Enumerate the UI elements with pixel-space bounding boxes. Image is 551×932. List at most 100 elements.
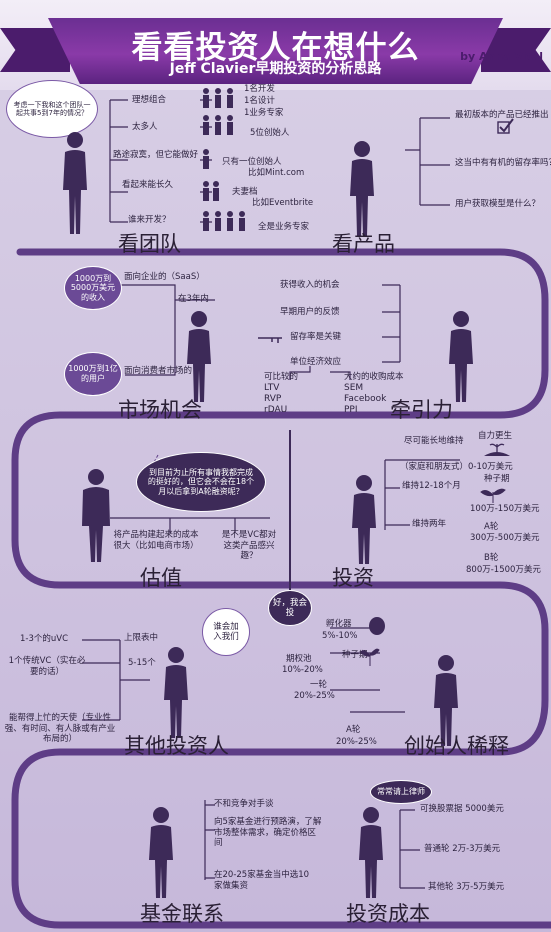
costs-item-1: 可换股票据 5000美元 xyxy=(420,804,504,814)
traction-item-3: 留存率是关键 xyxy=(290,332,342,342)
team-branch-5: 谁来开发？ xyxy=(128,215,171,225)
dilution-incubator: 孵化器 xyxy=(326,619,352,629)
investment-round-a-amount: 300万-500万美元 xyxy=(470,533,540,543)
investment-heading: 投资 xyxy=(332,566,374,590)
other-investors-range-2: 5-15个 xyxy=(128,658,156,668)
team-branch-3: 路途寂寞，但它能做好 xyxy=(113,150,199,160)
costs-heading: 投资成本 xyxy=(346,902,430,926)
team-branch-1: 理想组合 xyxy=(132,95,167,105)
team-question-text: 考虑一下我和这个团队一起共事5到7年的情况？ xyxy=(13,100,91,117)
costs-item-2: 普通轮 2万-3万美元 xyxy=(424,844,501,854)
traction-metric-ltv: LTV xyxy=(264,383,280,393)
dilution-a-round-pct: 20%-25% xyxy=(336,737,377,747)
market-timeline: 在3年内 xyxy=(178,294,209,304)
team-question-bubble: 考虑一下我和这个团队一起共事5到7年的情况？ xyxy=(6,80,98,138)
market-bubble-1-text: 1000万到5000万美元的收入 xyxy=(70,273,116,302)
person-icon xyxy=(63,132,87,234)
syndicate-heading: 基金联系 xyxy=(140,902,224,926)
author-byline: by Anna Vital xyxy=(460,50,543,63)
investment-stage-3: 维持12-18个月 xyxy=(402,481,461,491)
valuation-heading: 估值 xyxy=(140,566,182,590)
team-branch-2: 太多人 xyxy=(132,122,158,132)
valuation-cost: 将产品构建起来的成本很大（比如电商市场） xyxy=(113,530,199,551)
product-heading: 看产品 xyxy=(332,232,395,256)
traction-heading: 牵引力 xyxy=(390,398,453,422)
investment-round-seed: 种子期 xyxy=(484,474,510,484)
valuation-question-text: 到目前为止所有事情我都完成的挺好的，但它会不会在18个月以后拿到A轮融资呢？ xyxy=(147,467,255,496)
page-title: 看看投资人在想什么 xyxy=(131,30,420,66)
lawyer-badge-text: 常常请上律师 xyxy=(377,787,425,797)
traction-metric-sem: SEM xyxy=(344,383,364,393)
egg-icon xyxy=(369,617,385,635)
team-detail-8: 比如Eventbrite xyxy=(252,198,314,208)
syndicate-item-1: 不和竞争对手谈 xyxy=(214,799,274,809)
team-detail-1: 1名开发 xyxy=(244,84,275,94)
market-heading: 市场机会 xyxy=(118,398,202,422)
person-icon xyxy=(350,141,374,236)
dilution-round: 一轮 xyxy=(310,680,328,690)
seedling-icon xyxy=(360,648,380,666)
market-label-1: 面向企业的（SaaS） xyxy=(124,272,205,282)
team-detail-6: 比如Mint.com xyxy=(248,168,305,178)
product-item-3: 用户获取模型是什么？ xyxy=(455,199,541,209)
dilution-option-pool: 期权池 xyxy=(286,654,312,664)
investment-round-b-amount: 800万-1500万美元 xyxy=(466,565,541,575)
hand-plant-icon xyxy=(484,443,510,456)
market-label-2: 面向消费者市场的 xyxy=(124,366,193,376)
traction-item-4: 单位经济效应 xyxy=(290,357,342,367)
market-bubble-2: 1000万到1亿的用户 xyxy=(64,352,122,396)
other-investors-item-2: 1个传统VC（实在必要的话） xyxy=(8,656,86,677)
product-item-1: 最初版本的产品已经推出 xyxy=(455,110,549,120)
product-item-2: 这当中有有机的留存率吗？ xyxy=(455,158,551,168)
other-investors-range-1: 上限表中 xyxy=(124,633,159,643)
will-invest-badge-text: 好，我会投 xyxy=(273,597,308,618)
investment-stage-4: 维持两年 xyxy=(412,519,447,529)
traction-metric-rdau: rDAU xyxy=(264,405,288,415)
person-icon xyxy=(82,469,110,562)
valuation-vc: 是不是VC都对这类产品感兴趣？ xyxy=(221,530,277,562)
checkbox-icon xyxy=(497,118,514,134)
traction-right-label: 大约的收购成本 xyxy=(344,372,404,382)
traction-metric-facebook: Facebook xyxy=(344,394,387,404)
team-heading: 看团队 xyxy=(118,232,181,256)
syndicate-item-2: 向5家基金进行预路演，了解市场整体需求，确定价格区间 xyxy=(214,817,322,849)
dilution-heading: 创始人稀释 xyxy=(404,734,509,758)
team-people-icons xyxy=(203,88,245,231)
person-icon xyxy=(164,647,188,738)
team-detail-9: 全是业务专家 xyxy=(258,222,310,232)
lawyer-badge: 常常请上律师 xyxy=(370,780,432,804)
investment-round-a: A轮 xyxy=(484,522,499,532)
team-detail-7: 夫妻档 xyxy=(232,187,258,197)
team-detail-3: 1业务专家 xyxy=(244,108,284,118)
person-icon xyxy=(434,655,458,746)
other-investors-item-1: 1-3个的uVC xyxy=(20,634,69,644)
dilution-a-round: A轮 xyxy=(346,725,361,735)
dilution-round-pct: 20%-25% xyxy=(294,691,335,701)
team-branch-4: 看起来能长久 xyxy=(122,180,174,190)
dilution-seed: 种子期 xyxy=(342,650,368,660)
traction-metric-rvp: RVP xyxy=(264,394,282,404)
market-bubble-2-text: 1000万到1亿的用户 xyxy=(68,364,118,383)
person-icon xyxy=(149,807,173,898)
investment-round-b: B轮 xyxy=(484,553,499,563)
investment-round-bootstrap: 自力更生 xyxy=(478,431,513,441)
other-investors-heading: 其他投资人 xyxy=(124,734,229,758)
traction-item-1: 获得收入的机会 xyxy=(280,280,340,290)
team-detail-5: 只有一位创始人 xyxy=(222,157,282,167)
syndicate-item-3: 在20-25家基金当中选10家做集资 xyxy=(214,870,310,891)
traction-item-2: 早期用户的反馈 xyxy=(280,307,340,317)
investment-round-seed-amount: 100万-150万美元 xyxy=(470,504,540,514)
market-bubble-1: 1000万到5000万美元的收入 xyxy=(64,266,122,310)
traction-metric-ppi: PPI xyxy=(344,405,358,415)
investment-stage-1: 尽可能长地维持 xyxy=(404,436,464,446)
investment-stage-2: （家庭和朋友式）0-10万美元 xyxy=(400,462,513,472)
person-icon xyxy=(449,311,473,402)
seedling-icon xyxy=(480,488,506,503)
team-detail-2: 1名设计 xyxy=(244,96,275,106)
other-investors-item-3: 能帮得上忙的天使（专业性强、有时间、有人脉或有产业布局的） xyxy=(4,713,116,745)
will-invest-badge: 好，我会投 xyxy=(268,590,312,626)
person-icon xyxy=(352,475,376,564)
other-investors-question-text: 谁会加入我们 xyxy=(213,621,239,642)
costs-item-3: 其他轮 3万-5万美元 xyxy=(428,882,505,892)
title-ribbon xyxy=(48,18,503,84)
